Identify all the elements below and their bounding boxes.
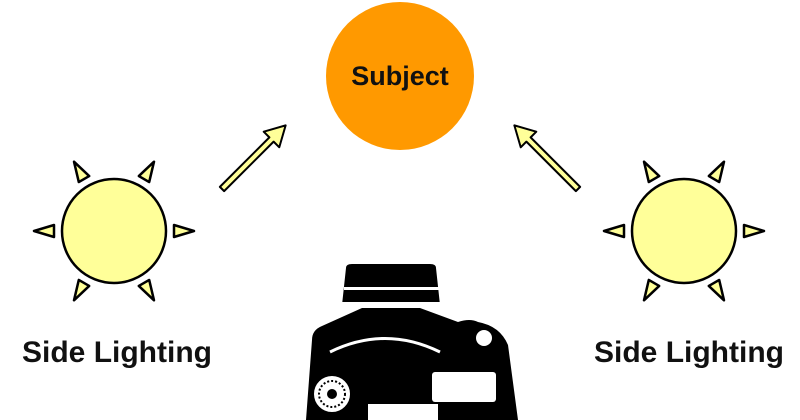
subject-label: Subject xyxy=(351,61,449,91)
side-lighting-label-left: Side Lighting xyxy=(22,336,212,369)
arrow-icon-left xyxy=(218,124,287,193)
arrow-icon-right xyxy=(513,124,582,193)
sun-icon-right xyxy=(602,160,766,302)
sun-icon-left xyxy=(32,160,196,302)
subject-circle xyxy=(326,2,474,150)
camera-icon xyxy=(306,264,518,420)
side-lighting-label-right: Side Lighting xyxy=(594,336,784,369)
